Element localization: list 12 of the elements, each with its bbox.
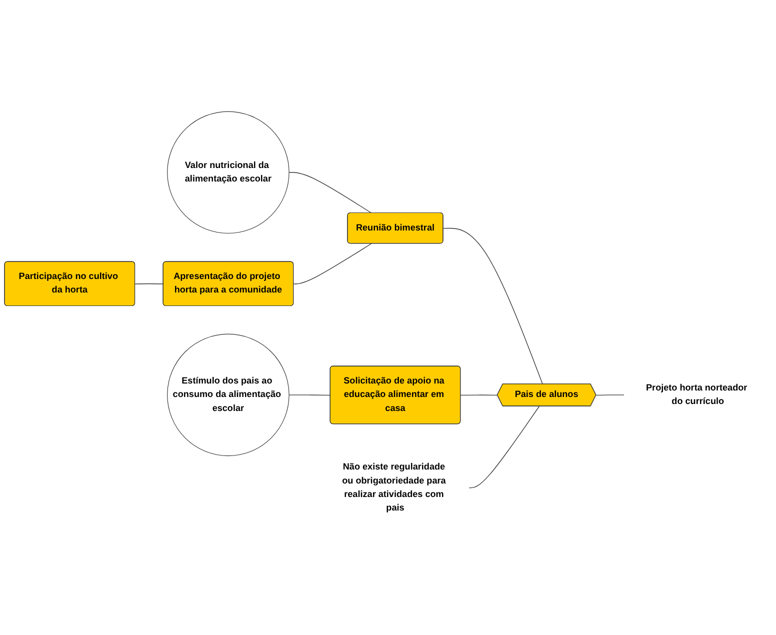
node-text: Projeto horta norteador do currículo bbox=[646, 383, 748, 406]
connector bbox=[460, 394, 498, 396]
node-text: Não existe regularidade ou obrigatoriedade para realizar atividades com pais bbox=[342, 462, 446, 513]
node-circle: Estímulo dos pais ao consumo da alimentação escolar bbox=[167, 334, 290, 456]
node-circle: Valor nutricional da alimentação escolar bbox=[167, 111, 290, 234]
connector bbox=[293, 243, 372, 284]
connector bbox=[288, 394, 331, 396]
connector bbox=[134, 283, 164, 284]
connector bbox=[442, 228, 543, 384]
connector bbox=[288, 172, 372, 214]
connector bbox=[596, 394, 625, 396]
connector bbox=[468, 406, 540, 488]
